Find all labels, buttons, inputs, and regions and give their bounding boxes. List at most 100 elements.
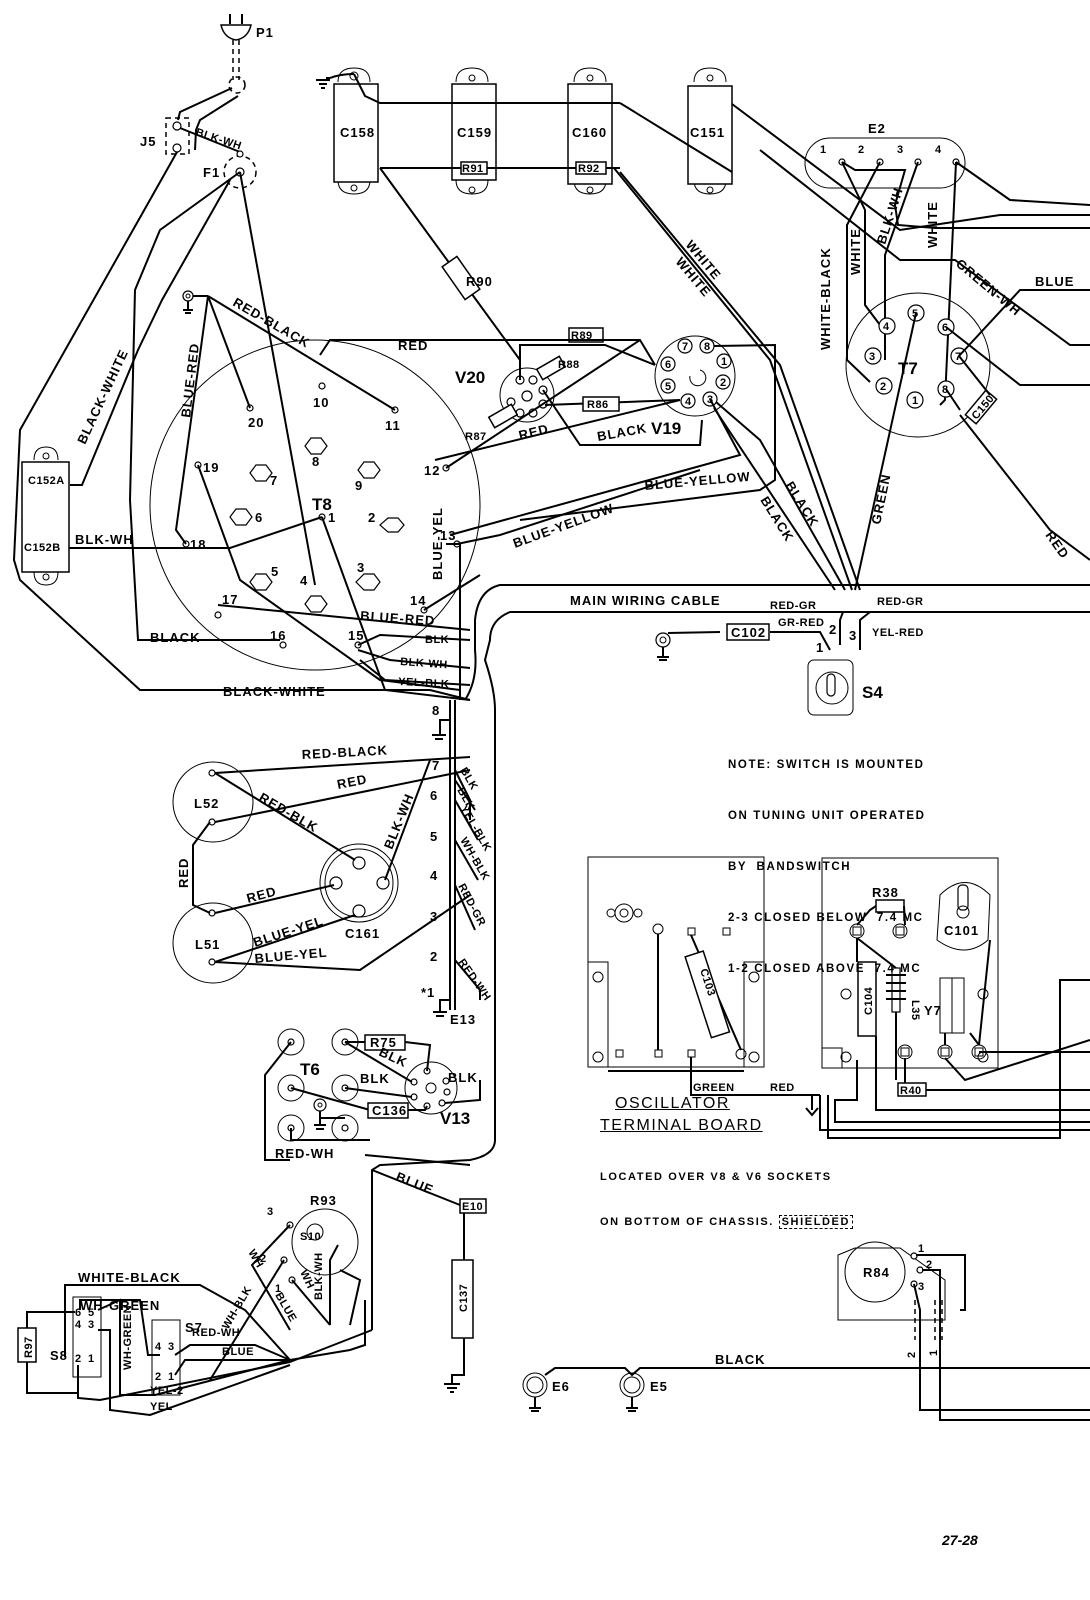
transformer-t8: T8 1 2 3 4 5 6 7 8 9 10 11 12 13 14 15 1… — [149, 339, 481, 671]
wire-label: RED — [176, 858, 191, 888]
v19-pin-label: 6 — [665, 359, 672, 371]
s7-label: S7 — [185, 1320, 203, 1335]
t8-label: T8 — [312, 495, 332, 514]
wire-label: WHITE-BLACK — [78, 1270, 181, 1285]
wire-label: WH — [245, 1248, 265, 1271]
jack-j5: J5 BLK-WH — [140, 87, 243, 155]
t8-terminal-label: 3 — [357, 560, 365, 575]
c136-label: C136 — [372, 1103, 407, 1118]
transformer-t6: T6 — [277, 1028, 359, 1142]
s8-terminal-label: 3 — [88, 1319, 95, 1331]
v19-pin-label: 5 — [665, 381, 672, 393]
s7-terminal-label: 2 — [155, 1371, 162, 1383]
ground-icon — [313, 1098, 345, 1130]
r93-terminal-label: 3 — [267, 1206, 274, 1218]
r93-label: R93 — [310, 1193, 337, 1208]
c159-label: C159 — [457, 125, 492, 140]
t7-pin-label: 6 — [942, 322, 949, 334]
t7-pin-label: 3 — [869, 351, 876, 363]
e2-terminal-label: 2 — [858, 144, 865, 156]
wire-label: BLK — [448, 1070, 478, 1085]
wire-label: BLUE-YELLOW — [644, 469, 751, 493]
c160-label: C160 — [572, 125, 607, 140]
t8-terminal-label: 1 — [328, 510, 336, 525]
tube-socket-v13: V13 — [404, 1061, 470, 1128]
wire-label: RED-GR — [770, 600, 816, 612]
wire-label: BLUE-RED — [178, 342, 202, 418]
plug-p1: P1 — [220, 14, 274, 94]
r93-terminal-label: 1 — [275, 1283, 282, 1295]
capacitor-c151: C151 — [687, 67, 733, 195]
coil-l51: L51 — [172, 902, 254, 984]
wire-label: RED-WH — [192, 1327, 240, 1339]
t7-pin-label: 7 — [955, 351, 962, 363]
c151-label: C151 — [690, 125, 725, 140]
t8-terminal-label: 5 — [271, 564, 279, 579]
capacitor-c161: C161 — [319, 843, 399, 941]
coil-l52: L52 — [172, 761, 254, 843]
wire-label: RED-BLACK — [301, 743, 388, 762]
wire-label: WH-GREEN — [122, 1305, 134, 1370]
location-line: LOCATED OVER V8 & V6 SOCKETS — [600, 1171, 832, 1183]
capacitor-c150: C150 — [964, 389, 998, 425]
wire-label: WHITE-BLACK — [818, 247, 833, 350]
t8-terminal-label: 13 — [440, 528, 456, 543]
t8-terminal-label: 15 — [348, 628, 364, 643]
s8-terminal-label: 4 — [75, 1319, 82, 1331]
ground-icon — [655, 632, 671, 661]
note-line: 1-2 CLOSED ABOVE 7.4 MC — [728, 963, 922, 975]
wire-label: BLK — [360, 1071, 390, 1086]
c161-label: C161 — [345, 926, 380, 941]
e10-label: E10 — [462, 1201, 483, 1213]
capacitor-c160: C160 — [567, 67, 613, 195]
wire-label: RED — [398, 338, 428, 353]
wire-label: GREEN — [868, 472, 893, 525]
t8-terminal-label: 10 — [313, 395, 329, 410]
fuse-f1: F1 — [203, 150, 257, 189]
r38-label: R38 — [872, 885, 899, 900]
l35-label: L35 — [909, 1000, 921, 1020]
ground-icon — [444, 1383, 460, 1393]
v19-pin-label: 7 — [682, 341, 689, 353]
switch-s4: S4 1 2 3 — [807, 622, 883, 716]
terminal-e6: E6 — [522, 1372, 569, 1412]
c101-label: C101 — [944, 923, 979, 938]
wire-label: BLK-WH — [194, 126, 243, 152]
main-cable-label: MAIN WIRING CABLE — [570, 593, 721, 608]
s8-terminal-label: 6 — [75, 1307, 82, 1319]
s7-terminal-label: 3 — [168, 1341, 175, 1353]
e2-label: E2 — [868, 121, 886, 136]
strip-terminal-label: 7 — [432, 758, 440, 773]
t8-terminal-label: 9 — [355, 478, 363, 493]
y7-label: Y7 — [924, 1003, 942, 1018]
strip-terminal-label: 3 — [430, 909, 438, 924]
r92-label: R92 — [578, 163, 600, 175]
wire-label: GR-RED — [778, 617, 824, 629]
p1-label: P1 — [256, 25, 274, 40]
s8-terminal-label: 5 — [88, 1307, 95, 1319]
wire-label: BLK-WH — [400, 656, 448, 671]
strip-terminal-label: *1 — [421, 985, 435, 1000]
wire-label: 1 — [928, 1349, 940, 1356]
oscillator-board-right: R38 C104 L35 C101 Y7 — [821, 857, 999, 1080]
r84-label: R84 — [863, 1265, 890, 1280]
wire-label: WHITE — [925, 201, 940, 248]
t7-pin-label: 4 — [883, 321, 890, 333]
s4-terminal-label: 1 — [816, 640, 824, 655]
wire-label: BLUE — [222, 1346, 254, 1358]
location-line: ON BOTTOM OF CHASSIS. — [600, 1216, 774, 1228]
wire-label: BLUE-YEL — [254, 945, 328, 966]
c102-label: C102 — [731, 625, 766, 640]
r84-terminal-label: 2 — [926, 1259, 933, 1271]
wire-label: YEL-RED — [872, 627, 924, 639]
oscillator-title-line1: OSCILLATOR — [615, 1095, 730, 1112]
wire-label: RED — [770, 1082, 795, 1094]
capacitor-c158: C158 — [333, 67, 379, 195]
v20-label: V20 — [455, 368, 485, 387]
oscillator-title-line2: TERMINAL BOARD — [600, 1117, 763, 1134]
r90-label: R90 — [466, 274, 493, 289]
v19-label: V19 — [651, 419, 681, 438]
s4-terminal-label: 3 — [849, 628, 857, 643]
c152a-label: C152A — [28, 475, 65, 487]
